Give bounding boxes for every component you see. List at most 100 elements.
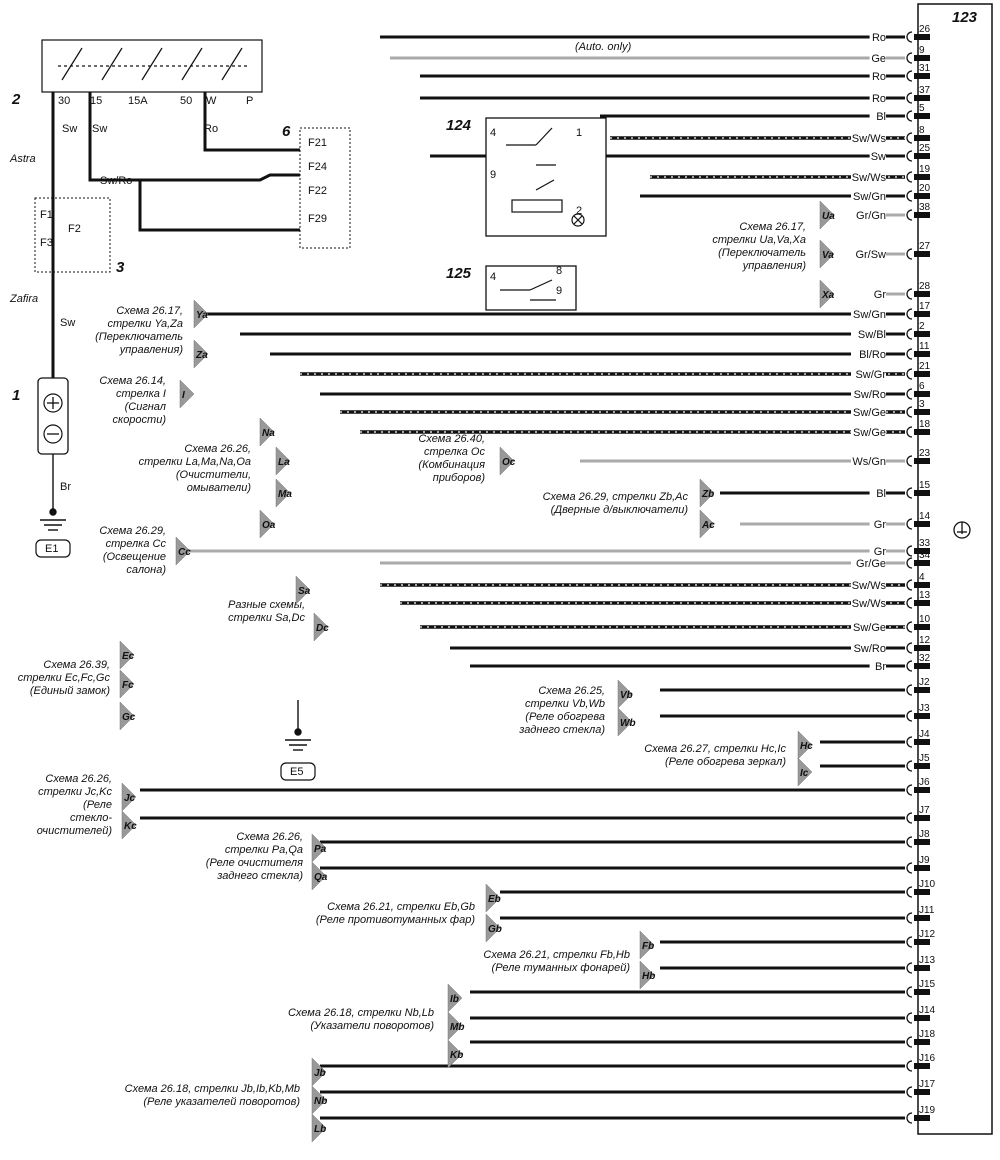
annotation-i-line: скорости): [113, 414, 167, 426]
connector-icon: [906, 760, 913, 772]
arrow-label: Dc: [316, 623, 329, 634]
fuse-f29-label: F29: [308, 213, 327, 225]
pin-number: J14: [919, 1005, 936, 1016]
pin-number: 32: [919, 653, 931, 664]
annotation-cc-line: Схема 26.29,: [99, 525, 166, 537]
arrow-marker-ua[interactable]: Ua: [819, 200, 835, 230]
arrow-marker-zb[interactable]: Zb: [699, 478, 715, 508]
arrow-marker-mb[interactable]: Mb: [447, 1011, 464, 1041]
pin-terminal: [914, 34, 930, 40]
pin-number: J18: [919, 1029, 936, 1040]
connector-icon: [906, 248, 913, 260]
annotation-ec-line: Схема 26.39,: [43, 659, 110, 671]
arrow-marker-qa[interactable]: Qa: [311, 861, 328, 891]
annotation-vb-line: (Реле обогрева: [525, 711, 605, 723]
arrow-marker-cc[interactable]: Cc: [175, 536, 191, 566]
fuse-f22-label: F22: [308, 185, 327, 197]
connector-icon: [906, 328, 913, 340]
pin-terminal: [914, 889, 930, 895]
pin-number: 38: [919, 202, 931, 213]
fuse-f2-label: F2: [68, 223, 81, 235]
wire-color-label: Sw/Ws: [852, 580, 887, 592]
arrow-label: Ya: [196, 310, 208, 321]
pin-terminal: [914, 989, 930, 995]
arrow-marker-jc[interactable]: Jc: [121, 782, 137, 812]
arrow-marker-fc[interactable]: Fc: [119, 669, 135, 699]
pin-terminal: [914, 548, 930, 554]
arrow-marker-sa[interactable]: Sa: [295, 575, 311, 605]
arrow-label: Eb: [488, 894, 501, 905]
pin-number: J10: [919, 879, 936, 890]
arrow-marker-wb[interactable]: Wb: [617, 707, 636, 737]
annotation-ua-line: (Переключатель: [718, 247, 806, 259]
arrow-marker-ec[interactable]: Ec: [119, 640, 135, 670]
wire-row: 5Bl: [600, 103, 930, 123]
annotation-ya-line: (Переключатель: [95, 331, 183, 343]
arrow-marker-hb[interactable]: Hb: [639, 960, 655, 990]
arrow-marker-va[interactable]: Va: [819, 239, 835, 269]
arrow-marker-xa[interactable]: Xa: [819, 279, 835, 309]
arrow-marker-kb[interactable]: Kb: [447, 1039, 463, 1069]
arrow-marker-oa[interactable]: Oa: [259, 509, 276, 539]
relay-124-internals: [506, 127, 585, 227]
connector-icon: [906, 557, 913, 569]
arrow-marker-eb[interactable]: Eb: [485, 883, 501, 913]
arrow-marker-i[interactable]: I: [179, 379, 195, 409]
arrow-marker-ya[interactable]: Ya: [193, 299, 209, 329]
annotation-ya-line: стрелки Ya,Za: [107, 318, 183, 330]
annotation-hc-line: (Реле обогрева зеркал): [665, 756, 786, 768]
pin-number: 17: [919, 301, 931, 312]
wire-color-label: Ro: [872, 32, 886, 44]
pin-terminal: [914, 865, 930, 871]
arrow-marker-gb[interactable]: Gb: [485, 913, 502, 943]
connector-icon: [906, 132, 913, 144]
annotation-ya-line: управления): [119, 344, 184, 356]
pin-number: 33: [919, 538, 931, 549]
wire-color-label: Sw/Gn: [853, 191, 886, 203]
arrow-marker-ac[interactable]: Ac: [699, 509, 715, 539]
battery-minus-icon: [43, 424, 63, 444]
arrow-marker-jb[interactable]: Jb: [311, 1057, 327, 1087]
arrow-marker-dc[interactable]: Dc: [313, 612, 329, 642]
wire-row: J8: [320, 829, 930, 848]
fuse-f24-label: F24: [308, 161, 327, 173]
wire-color-label: Sw/Gr: [855, 369, 886, 381]
fuse-f21-label: F21: [308, 137, 327, 149]
arrow-marker-na[interactable]: Na: [259, 417, 275, 447]
arrow-marker-za[interactable]: Za: [193, 339, 209, 369]
arrow-marker-gc[interactable]: Gc: [119, 701, 136, 731]
arrow-marker-la[interactable]: La: [275, 446, 291, 476]
annotation-vb-line: стрелки Vb,Wb: [525, 698, 605, 710]
arrow-marker-vb[interactable]: Vb: [617, 679, 633, 709]
wire-color-label: Gr: [874, 519, 887, 531]
arrow-marker-oc[interactable]: Oc: [499, 446, 516, 476]
arrow-marker-ic[interactable]: Ic: [797, 757, 813, 787]
annotation-jc-line: стрелки Jc,Kc: [38, 786, 112, 798]
arrow-marker-lb[interactable]: Lb: [311, 1113, 327, 1143]
wire-row: 3Sw/Ge: [340, 399, 930, 419]
annotation-ec-line: (Единый замок): [30, 685, 110, 697]
terminal-p: P: [246, 95, 253, 107]
wire-color-label: Gr: [874, 546, 887, 558]
pin-terminal: [914, 1015, 930, 1021]
arrow-marker-fb[interactable]: Fb: [639, 930, 655, 960]
pin-terminal: [914, 174, 930, 180]
relay-125-box: [485, 265, 577, 311]
pin-number: J19: [919, 1105, 936, 1116]
connector-icon: [906, 986, 913, 998]
arrow-marker-nb[interactable]: Nb: [311, 1085, 327, 1115]
annotation-ua-line: стрелки Ua,Va,Xa: [712, 234, 806, 246]
arrow-marker-ib[interactable]: Ib: [447, 983, 463, 1013]
arrow-marker-hc[interactable]: Hc: [797, 730, 813, 760]
pin-terminal: [914, 663, 930, 669]
pin-number: J7: [919, 805, 930, 816]
arrow-marker-ma[interactable]: Ma: [275, 478, 292, 508]
arrow-marker-pa[interactable]: Pa: [311, 833, 327, 863]
arrow-marker-kc[interactable]: Kc: [121, 810, 137, 840]
pin-terminal: [914, 687, 930, 693]
pin-terminal: [914, 965, 930, 971]
